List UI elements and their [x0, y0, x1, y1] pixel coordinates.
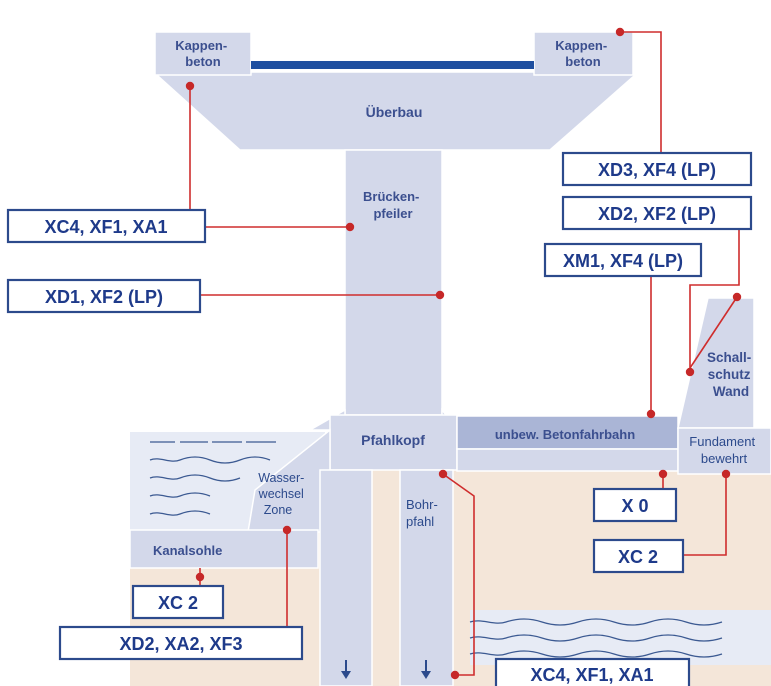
water-zone-line1: Wasser-	[258, 471, 304, 485]
exposure-water-zone: XD2, XA2, XF3	[58, 625, 304, 661]
exposure-bored-pile: XC4, XF1, XA1	[494, 657, 691, 686]
exposure-foundation-box	[592, 538, 685, 574]
exposure-foundation-text: XC 2	[618, 547, 658, 567]
noise-wall-line3: Wand	[713, 384, 749, 399]
bored-pile-label: Bohr- pfahl	[406, 497, 441, 529]
exposure-bored-pile-text: XC4, XF1, XA1	[530, 665, 653, 685]
component-labels: Kappen- beton Kappen- beton Überbau Brüc…	[153, 38, 758, 558]
noise-wall-line2: schutz	[708, 367, 751, 382]
pier-label: Brücken- pfeiler	[363, 189, 423, 221]
leader-lines	[189, 31, 740, 676]
bored-pile-line2: pfahl	[406, 514, 434, 529]
dot-pier-lower	[435, 290, 445, 300]
cap-left-line2: beton	[185, 54, 220, 69]
exposure-labels: XC4, XF1, XA1 XD1, XF2 (LP) XD3, XF4 (LP…	[6, 151, 753, 686]
exposure-canal-bed: XC 2	[131, 584, 225, 620]
pile-arrow-right-head	[421, 671, 431, 679]
dot-pile-cap	[438, 469, 448, 479]
dot-canal-bed	[195, 572, 205, 582]
exposure-noise-wall-text: XD2, XF2 (LP)	[598, 204, 716, 224]
exposure-soil-slab: X 0	[592, 487, 678, 523]
leader-xd2-wall	[689, 229, 740, 372]
exposure-canal-bed-box	[131, 584, 225, 620]
leader-xd3	[620, 31, 662, 153]
water-zone-line3: Zone	[264, 503, 293, 517]
exposure-pier-upper-text: XC4, XF1, XA1	[44, 217, 167, 237]
exposure-pier-lower-text: XD1, XF2 (LP)	[45, 287, 163, 307]
exposure-road-slab-text: XM1, XF4 (LP)	[563, 251, 683, 271]
cap-right-line2: beton	[565, 54, 600, 69]
exposure-road-slab-box	[543, 242, 703, 278]
cap-left-line1: Kappen-	[175, 38, 227, 53]
exposure-pier-lower-box	[6, 278, 202, 314]
superstructure-label: Überbau	[366, 104, 423, 120]
bored-pile	[399, 469, 454, 686]
pile-cap	[329, 414, 458, 471]
exposure-bored-pile-box	[494, 657, 691, 686]
foundation-line2: bewehrt	[701, 451, 748, 466]
exposure-pier-lower: XD1, XF2 (LP)	[6, 278, 202, 314]
dot-road-slab	[646, 409, 656, 419]
water-zone-label: Wasser- wechsel Zone	[258, 471, 308, 517]
exposure-noise-wall: XD2, XF2 (LP)	[561, 195, 753, 231]
foundation-line1: Fundament	[689, 434, 755, 449]
dot-foundation	[721, 469, 731, 479]
exposure-cap-right: XD3, XF4 (LP)	[561, 151, 753, 187]
dot-noise-wall	[685, 367, 695, 377]
leader-xc2-foundation	[683, 474, 727, 556]
cap-right	[533, 31, 634, 76]
water-waves	[149, 441, 723, 658]
foundation-label: Fundament bewehrt	[689, 434, 758, 466]
exposure-road-slab: XM1, XF4 (LP)	[543, 242, 703, 278]
exposure-soil-slab-text: X 0	[621, 496, 648, 516]
leader-wall-dot	[689, 296, 738, 369]
dot-cap-left	[185, 81, 195, 91]
road-slab-base	[456, 448, 679, 472]
cap-right-line1: Kappen-	[555, 38, 607, 53]
exposure-soil-slab-box	[592, 487, 678, 523]
pile-cap-label: Pfahlkopf	[361, 432, 425, 448]
dot-noise-wall-top	[732, 292, 742, 302]
pier-line2: pfeiler	[373, 206, 412, 221]
dot-pier-upper	[345, 222, 355, 232]
noise-wall-line1: Schall-	[707, 350, 751, 365]
pier-line1: Brücken-	[363, 189, 419, 204]
superstructure	[157, 71, 635, 151]
exposure-cap-right-text: XD3, XF4 (LP)	[598, 160, 716, 180]
pier	[344, 149, 443, 416]
leader-dots	[185, 27, 742, 680]
exposure-canal-bed-text: XC 2	[158, 593, 198, 613]
exposure-pier-upper: XC4, XF1, XA1	[6, 208, 207, 244]
cap-left-label: Kappen- beton	[175, 38, 231, 69]
water-zone-line2: wechsel	[258, 487, 304, 501]
pile-arrow-left-head	[341, 671, 351, 679]
exposure-water-zone-box	[58, 625, 304, 661]
exposure-cap-right-box	[561, 151, 753, 187]
foundation	[677, 427, 771, 475]
railing	[251, 61, 534, 69]
pile-left	[319, 469, 373, 686]
cap-left	[154, 31, 252, 76]
leader-xc4-pile	[442, 473, 475, 676]
road-slab-label: unbew. Betonfahrbahn	[495, 427, 635, 442]
cap-right-label: Kappen- beton	[555, 38, 611, 69]
dot-cap-right	[615, 27, 625, 37]
dot-pile-bottom	[450, 670, 460, 680]
dot-soil-slab	[658, 469, 668, 479]
groundwater-area	[470, 610, 771, 665]
exposure-water-zone-text: XD2, XA2, XF3	[119, 634, 242, 654]
exposure-foundation: XC 2	[592, 538, 685, 574]
exposure-noise-wall-box	[561, 195, 753, 231]
exposure-pier-upper-box	[6, 208, 207, 244]
canal-bed-label: Kanalsohle	[153, 543, 222, 558]
bored-pile-line1: Bohr-	[406, 497, 438, 512]
noise-wall-label: Schall- schutz Wand	[707, 350, 755, 399]
dot-water-zone	[282, 525, 292, 535]
